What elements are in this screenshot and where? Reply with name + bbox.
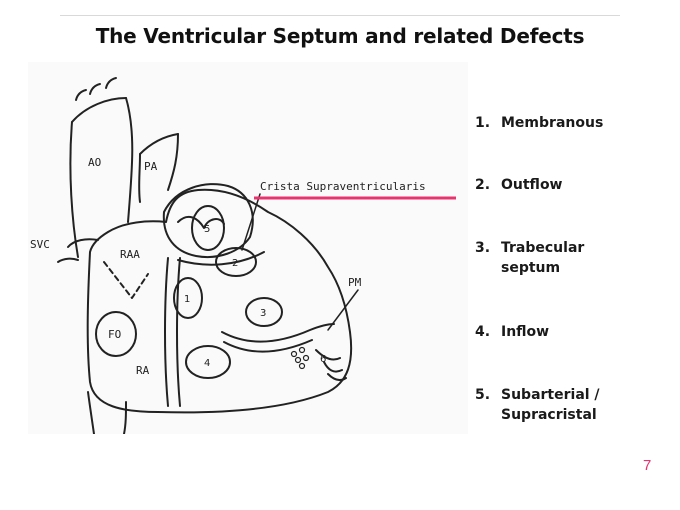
- heart-diagram: AO PA SVC RAA FO RA PM Crista Supraventr…: [28, 62, 468, 434]
- ivc-left: [87, 391, 95, 434]
- crista-band: [177, 251, 265, 266]
- legend-text: Trabecular septum: [501, 240, 585, 276]
- legend-text: Membranous: [501, 115, 604, 131]
- trabecular-dot: [302, 354, 310, 362]
- arch-branches: [75, 77, 117, 101]
- label-ao: AO: [88, 156, 101, 169]
- legend-item-inflow: 4. Inflow: [475, 322, 549, 342]
- page-number: 7: [643, 457, 652, 474]
- legend-text: Outflow: [501, 177, 563, 193]
- crista-leader-line: [241, 193, 261, 251]
- label-svc: SVC: [30, 238, 50, 251]
- region-1-label: 1: [184, 294, 190, 305]
- trabeculations: [315, 349, 347, 382]
- heart-diagram-svg: AO PA SVC RAA FO RA PM Crista Supraventr…: [28, 62, 468, 434]
- legend-item-outflow: 2. Outflow: [475, 175, 563, 195]
- aorta-top: [71, 97, 127, 123]
- heart-outline: [86, 188, 353, 414]
- legend-number: 3.: [475, 240, 491, 256]
- pa-right-wall: [167, 133, 179, 191]
- aorta-right-wall: [125, 97, 134, 223]
- pa-left-wall: [138, 153, 141, 203]
- diagram-background: [28, 62, 468, 434]
- svc-bottom: [57, 257, 79, 263]
- trabecular-dot: [294, 356, 302, 364]
- raa-dashed-line: [103, 261, 149, 299]
- label-raa: RAA: [120, 248, 140, 261]
- pulmonary-valve: [177, 215, 225, 229]
- label-crista: Crista Supraventricularis: [260, 180, 426, 193]
- label-pm: PM: [348, 276, 362, 289]
- region-5-label: 5: [204, 224, 210, 235]
- moderator-band-bottom: [223, 339, 313, 353]
- region-3-outline: [245, 297, 283, 327]
- pa-top: [139, 133, 179, 155]
- aorta-left-wall: [69, 121, 79, 258]
- ivc-right: [123, 401, 127, 434]
- av-boundary-left: [164, 257, 169, 407]
- region-2-outline: [215, 247, 257, 277]
- fo-outline: [95, 311, 137, 357]
- region-5-outline: [191, 205, 225, 251]
- region-4-outline: [185, 345, 231, 379]
- top-divider: [60, 15, 620, 16]
- region-2-label: 2: [232, 258, 238, 269]
- region-6-label: 6: [320, 354, 326, 365]
- outflow-tract: [162, 183, 254, 258]
- trabecular-dot: [298, 346, 306, 354]
- legend-text: Inflow: [501, 324, 550, 340]
- legend-number: 2.: [475, 177, 491, 193]
- label-pa: PA: [144, 160, 158, 173]
- legend-item-membranous: 1. Membranous: [475, 113, 603, 133]
- region-3-label: 3: [260, 308, 266, 319]
- trabecular-dot: [298, 362, 306, 370]
- region-4-label: 4: [204, 358, 210, 369]
- legend-number: 1.: [475, 115, 491, 131]
- trabecular-dot: [290, 350, 298, 358]
- moderator-band-top: [221, 323, 335, 343]
- svc-top: [67, 238, 99, 248]
- legend-item-subarterial: 5. Subarterial / Supracristal: [475, 385, 600, 425]
- pm-leader-line: [327, 289, 359, 331]
- label-ra: RA: [136, 364, 150, 377]
- legend-item-trabecular-septum: 3. Trabecular septum: [475, 238, 584, 278]
- av-boundary-right: [176, 257, 181, 407]
- slide-title: The Ventricular Septum and related Defec…: [95, 24, 585, 48]
- label-fo: FO: [108, 328, 121, 341]
- legend-number: 5.: [475, 387, 491, 403]
- region-1-outline: [173, 277, 203, 319]
- legend-number: 4.: [475, 324, 491, 340]
- legend-text: Subarterial / Supracristal: [501, 387, 600, 423]
